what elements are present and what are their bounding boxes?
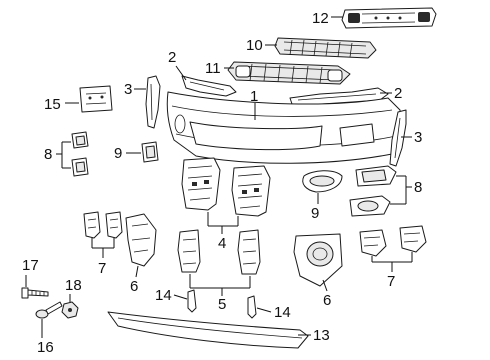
callout-10: 10 xyxy=(246,37,263,54)
part-15-license-plate-bracket xyxy=(79,85,113,113)
callout-6-left: 6 xyxy=(130,278,138,295)
callout-17: 17 xyxy=(22,257,39,274)
part-6-left-side-bracket xyxy=(125,213,157,267)
callout-3-right: 3 xyxy=(414,129,422,146)
callout-1: 1 xyxy=(250,88,258,105)
callout-14-right: 14 xyxy=(274,304,291,321)
callout-14-left: 14 xyxy=(155,287,172,304)
callout-2-right: 2 xyxy=(394,85,402,102)
callout-7-right: 7 xyxy=(387,273,395,290)
part-17-bolt xyxy=(21,287,49,299)
callout-8-left: 8 xyxy=(44,146,52,163)
part-2-left-upper-bracket xyxy=(181,75,237,97)
part-7-left-brackets xyxy=(83,211,123,239)
callout-5: 5 xyxy=(218,296,226,313)
callout-4: 4 xyxy=(218,235,226,252)
part-10-grille-mesh xyxy=(274,37,377,59)
callout-7-left: 7 xyxy=(98,260,106,277)
part-11-lower-grille xyxy=(227,61,351,85)
leader-7-left xyxy=(91,238,115,258)
callout-11: 11 xyxy=(205,60,221,77)
leader-8-left xyxy=(56,141,71,169)
callout-12: 12 xyxy=(312,10,329,27)
part-5-lower-brackets xyxy=(177,229,261,275)
part-4-center-brackets xyxy=(181,157,271,217)
part-9-right-surround xyxy=(302,170,343,193)
callout-16: 16 xyxy=(37,339,54,356)
leader-6-left xyxy=(135,265,139,278)
callout-8-right: 8 xyxy=(414,179,422,196)
leader-5 xyxy=(189,274,251,296)
part-16-bolt xyxy=(35,301,63,319)
part-1-front-bumper xyxy=(166,91,402,164)
part-14-clips xyxy=(187,289,257,319)
part-12-upper-grille-insert xyxy=(341,7,437,29)
callout-3-left: 3 xyxy=(124,81,132,98)
part-7-right-brackets xyxy=(359,225,427,257)
part-13-lower-valance xyxy=(107,311,309,349)
part-3-left-end-cap xyxy=(145,75,161,129)
callout-9-left: 9 xyxy=(114,145,122,162)
leader-14-left xyxy=(173,294,188,300)
part-8-left-fog-bezels xyxy=(71,131,89,177)
callout-13: 13 xyxy=(313,327,330,344)
leader-14-right xyxy=(256,307,272,313)
part-18-nut xyxy=(61,301,79,319)
leader-8-right xyxy=(390,175,412,205)
callout-18: 18 xyxy=(65,277,82,294)
leader-4 xyxy=(207,212,239,234)
part-9-left-cover xyxy=(141,141,159,163)
leader-7-right xyxy=(371,252,413,272)
callout-6-right: 6 xyxy=(323,292,331,309)
callout-15: 15 xyxy=(44,96,61,113)
callout-9-right: 9 xyxy=(311,205,319,222)
part-8-right-fog-bezels xyxy=(349,165,397,217)
leader-2-left xyxy=(175,65,187,81)
leader-6-right xyxy=(322,279,328,292)
part-6-right-lamp-housing xyxy=(293,233,343,287)
callout-2-left: 2 xyxy=(168,49,176,66)
part-3-right-end-cap xyxy=(389,109,407,167)
